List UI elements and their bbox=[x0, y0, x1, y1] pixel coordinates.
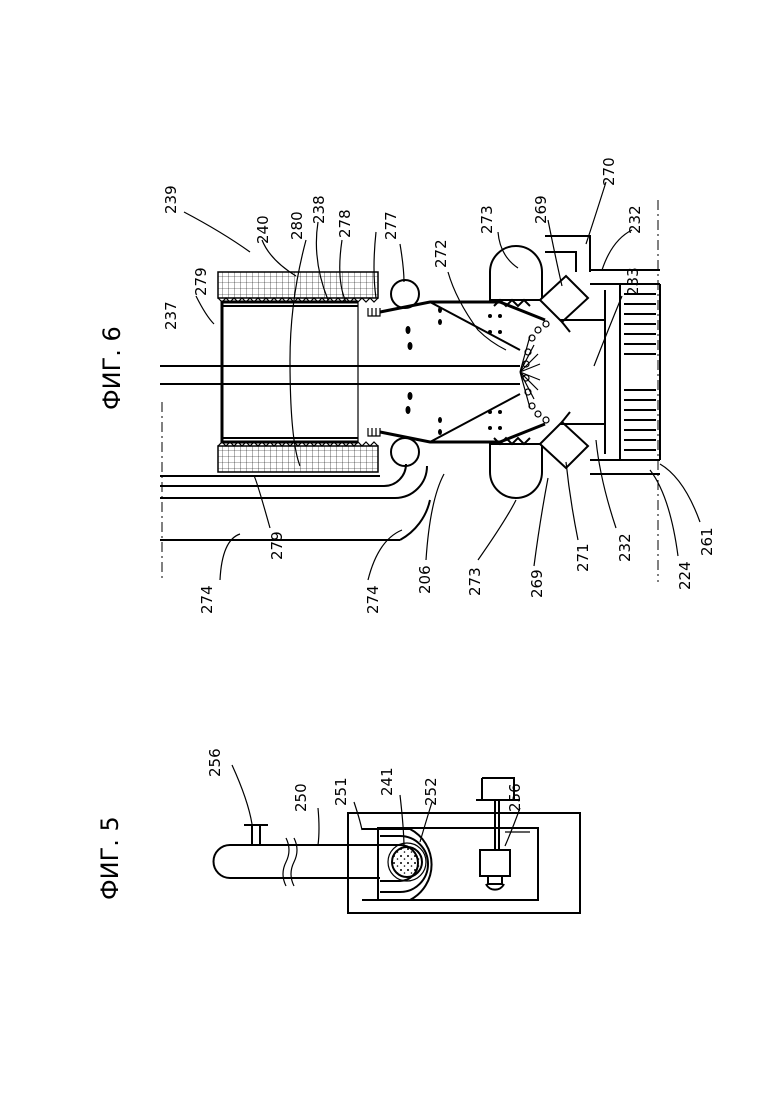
fig6-bead-ring bbox=[523, 321, 549, 423]
fig6-injector-bottom bbox=[540, 422, 588, 468]
fig5-label-252: 252 bbox=[422, 777, 440, 806]
fig6-label-233: 233 bbox=[624, 267, 642, 296]
fig5-valve-body bbox=[480, 850, 510, 876]
fig6-chamber-top bbox=[490, 246, 542, 300]
fig6-label-206: 206 bbox=[416, 565, 434, 594]
fig5-leaders bbox=[232, 765, 520, 848]
fig6-label-277: 277 bbox=[382, 211, 400, 240]
fig5-mount-stub bbox=[244, 825, 268, 845]
fig6-label-279-bottom: 279 bbox=[268, 531, 286, 560]
figure-6: ФИГ. 6 bbox=[98, 157, 716, 614]
fig6-label-273-top: 273 bbox=[478, 205, 496, 234]
fig6-label-240: 240 bbox=[254, 215, 272, 244]
fig5-title: ФИГ. 5 bbox=[96, 816, 124, 900]
fig6-label-261: 261 bbox=[698, 527, 716, 556]
fig6-heat-exchanger bbox=[620, 284, 660, 460]
fig6-label-238: 238 bbox=[310, 195, 328, 224]
fig6-particles bbox=[406, 307, 503, 435]
fig5-label-256b: 256 bbox=[506, 783, 524, 812]
fig6-label-280: 280 bbox=[288, 211, 306, 240]
fig6-label-239: 239 bbox=[162, 185, 180, 214]
fig6-central-shaft bbox=[160, 366, 520, 384]
fig6-outer-tubes bbox=[160, 476, 400, 540]
fig6-title: ФИГ. 6 bbox=[98, 326, 126, 410]
fig6-label-271: 271 bbox=[574, 543, 592, 572]
fig6-label-269-bottom: 269 bbox=[528, 569, 546, 598]
fig5-label-256a: 256 bbox=[206, 748, 224, 777]
fig6-label-273-bottom: 273 bbox=[466, 567, 484, 596]
fig6-injector-top bbox=[540, 276, 588, 322]
fig6-label-278: 278 bbox=[336, 209, 354, 238]
fig6-chamber-bottom bbox=[490, 444, 542, 498]
fig6-label-270: 270 bbox=[600, 157, 618, 186]
fig5-label-241: 241 bbox=[378, 767, 396, 796]
fig6-label-224: 224 bbox=[676, 561, 694, 590]
fig6-label-232-bottom: 232 bbox=[616, 533, 634, 562]
fig6-label-237: 237 bbox=[162, 301, 180, 330]
fig6-label-272: 272 bbox=[432, 239, 450, 268]
fig5-label-250: 250 bbox=[292, 783, 310, 812]
fig6-label-232-top: 232 bbox=[626, 205, 644, 234]
fig6-label-269-top: 269 bbox=[532, 195, 550, 224]
fig5-u-tube bbox=[230, 845, 380, 878]
fig6-label-279-top: 279 bbox=[192, 267, 210, 296]
fig5-ball bbox=[392, 847, 422, 877]
fig6-spray-fan bbox=[520, 336, 540, 408]
fig5-label-251: 251 bbox=[332, 777, 350, 806]
fig6-label-274-a: 274 bbox=[198, 585, 216, 614]
fig6-label-274-b: 274 bbox=[364, 585, 382, 614]
fig6-seal-ball-bottom bbox=[391, 438, 419, 466]
figure-5: ФИГ. 5 bbox=[96, 748, 580, 913]
